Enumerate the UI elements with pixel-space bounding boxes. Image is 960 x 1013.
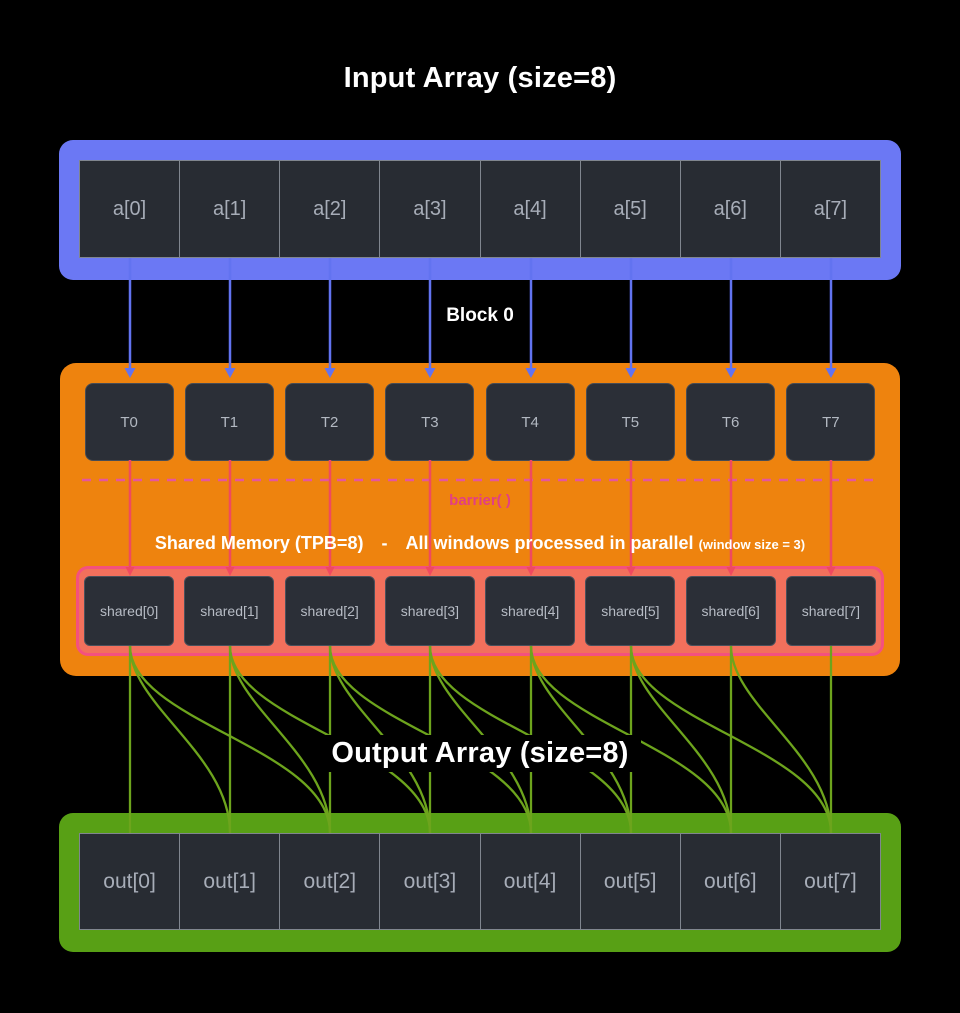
shared-cell-7: shared[7] bbox=[785, 576, 876, 646]
output-cell-7: out[7] bbox=[780, 834, 880, 929]
shared-cell-6: shared[6] bbox=[685, 576, 776, 646]
output-cell-1: out[1] bbox=[180, 834, 281, 929]
input-array-title: Input Array (size=8) bbox=[343, 62, 617, 94]
thread-box-0: T0 bbox=[84, 383, 174, 461]
output-array-row: out[0] out[1] out[2] out[3] out[4] out[5… bbox=[79, 833, 881, 930]
output-cell-0: out[0] bbox=[80, 834, 181, 929]
shared-cell-1: shared[1] bbox=[184, 576, 275, 646]
barrier-label: barrier( ) bbox=[449, 492, 511, 509]
input-cell-5: a[5] bbox=[580, 161, 681, 257]
output-cell-5: out[5] bbox=[580, 834, 681, 929]
thread-box-2: T2 bbox=[285, 383, 375, 461]
shared-memory-label: Shared Memory (TPB=8)-All windows proces… bbox=[0, 533, 960, 554]
shared-cell-2: shared[2] bbox=[284, 576, 375, 646]
input-cell-2: a[2] bbox=[280, 161, 381, 257]
thread-box-7: T7 bbox=[786, 383, 876, 461]
thread-box-6: T6 bbox=[686, 383, 776, 461]
thread-box-1: T1 bbox=[184, 383, 274, 461]
input-cell-4: a[4] bbox=[480, 161, 581, 257]
input-cell-6: a[6] bbox=[680, 161, 781, 257]
input-cell-7: a[7] bbox=[780, 161, 880, 257]
shared-label-separator: - bbox=[381, 533, 388, 553]
thread-box-4: T4 bbox=[485, 383, 575, 461]
shared-cell-0: shared[0] bbox=[84, 576, 175, 646]
thread-row: T0 T1 T2 T3 T4 T5 T6 T7 bbox=[79, 383, 881, 461]
output-cell-2: out[2] bbox=[280, 834, 381, 929]
output-array-container: out[0] out[1] out[2] out[3] out[4] out[5… bbox=[59, 813, 901, 952]
block-label: Block 0 bbox=[446, 305, 514, 326]
output-cell-6: out[6] bbox=[680, 834, 781, 929]
window-size-note: (window size = 3) bbox=[698, 537, 806, 552]
thread-box-3: T3 bbox=[385, 383, 475, 461]
shared-cell-3: shared[3] bbox=[384, 576, 475, 646]
input-cell-1: a[1] bbox=[180, 161, 281, 257]
thread-box-5: T5 bbox=[585, 383, 675, 461]
shared-memory-title: Shared Memory (TPB=8) bbox=[154, 533, 364, 553]
shared-memory-row: shared[0] shared[1] shared[2] shared[3] … bbox=[79, 576, 881, 646]
output-array-title: Output Array (size=8) bbox=[0, 735, 960, 772]
output-cell-3: out[3] bbox=[380, 834, 481, 929]
shared-cell-4: shared[4] bbox=[485, 576, 576, 646]
input-cell-0: a[0] bbox=[80, 161, 181, 257]
input-cell-3: a[3] bbox=[380, 161, 481, 257]
input-array-container: a[0] a[1] a[2] a[3] a[4] a[5] a[6] a[7] bbox=[59, 140, 901, 280]
shared-memory-subtitle: All windows processed in parallel bbox=[405, 533, 694, 553]
input-array-row: a[0] a[1] a[2] a[3] a[4] a[5] a[6] a[7] bbox=[79, 160, 881, 258]
output-cell-4: out[4] bbox=[480, 834, 581, 929]
shared-cell-5: shared[5] bbox=[585, 576, 676, 646]
